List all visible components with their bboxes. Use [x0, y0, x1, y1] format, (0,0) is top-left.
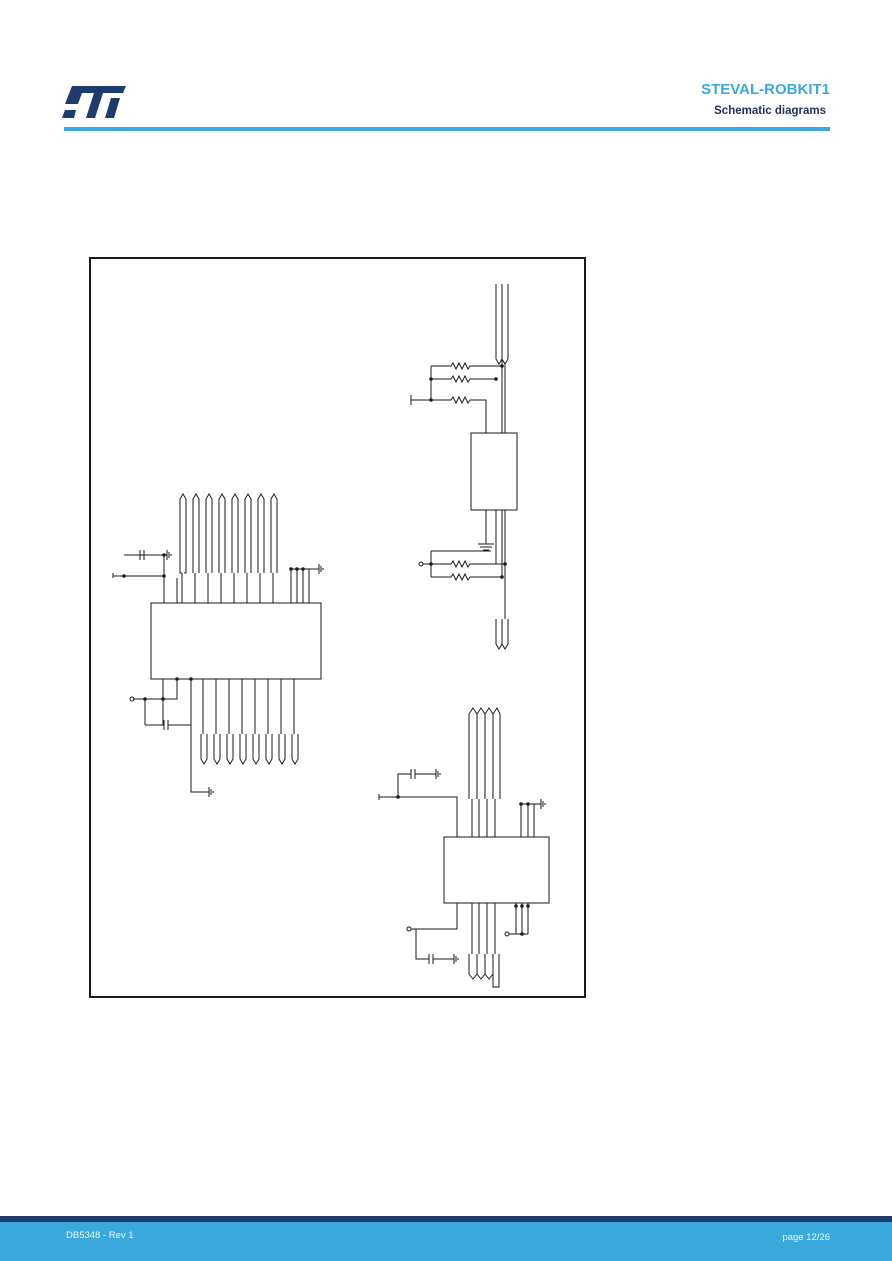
ic-right-top-connector-2 — [501, 284, 509, 433]
ic-left-top-connectors — [179, 493, 278, 603]
st-logo — [62, 86, 126, 118]
footer-page-number: page 12/26 — [782, 1232, 830, 1243]
ic-right-bottom-top-connector-2 — [476, 707, 486, 837]
ic-left-bottom-connectors — [200, 679, 299, 765]
header-rule — [64, 127, 830, 131]
ic-right-top-connector-3 — [495, 619, 509, 650]
ic-right-bottom-top-connector-4 — [492, 707, 501, 837]
document-title: STEVAL-ROBKIT1 — [701, 81, 830, 98]
ic-right-bottom-top-connector-1 — [468, 707, 478, 837]
resistor-2 — [431, 374, 496, 384]
ic-right-top-ground — [478, 510, 494, 551]
ic-right-bottom-bottom-connector-1 — [468, 903, 478, 980]
resistor-1 — [431, 361, 502, 371]
section-title: Schematic diagrams — [714, 105, 826, 117]
pullup-net — [410, 366, 432, 405]
ic-left-ground-3 — [190, 679, 214, 797]
ic-right-bottom-ground-1 — [520, 799, 546, 837]
footer-doc-id: DB5348 - Rev 1 — [66, 1230, 134, 1241]
ic-right-bottom-body — [443, 836, 550, 904]
ic-left-supply-net — [112, 554, 165, 603]
ic-left-input-net — [133, 679, 192, 730]
ic-left-decoupling-cap — [124, 550, 164, 560]
ic-right-bottom-tie-net — [509, 903, 529, 935]
footer-stripe — [0, 1216, 892, 1222]
ic-right-top-body — [470, 432, 518, 511]
junction-dots — [122, 364, 530, 936]
ic-left-body — [150, 602, 322, 680]
resistor-5 — [431, 572, 502, 582]
ic-left-ground-2 — [290, 564, 324, 603]
resistor-4 — [431, 559, 505, 569]
ic-right-bottom-bottom-connector-3 — [484, 903, 494, 980]
ic-left-ground-1 — [163, 550, 172, 569]
ic-right-bottom-top-connector-3 — [484, 707, 494, 837]
ic-right-bottom-supply-net — [378, 769, 458, 837]
schematic-drawing — [112, 284, 550, 988]
resistor-3 — [411, 395, 487, 433]
ic-right-top-connector-1 — [495, 284, 503, 433]
ic-right-bottom-decoupling — [415, 929, 459, 964]
ic-right-bottom-bottom-connector-2 — [476, 903, 486, 980]
footer-bar — [0, 1216, 892, 1261]
schematic-figure — [89, 257, 586, 998]
ic-right-bottom-bottom-connector-4 — [492, 903, 500, 988]
